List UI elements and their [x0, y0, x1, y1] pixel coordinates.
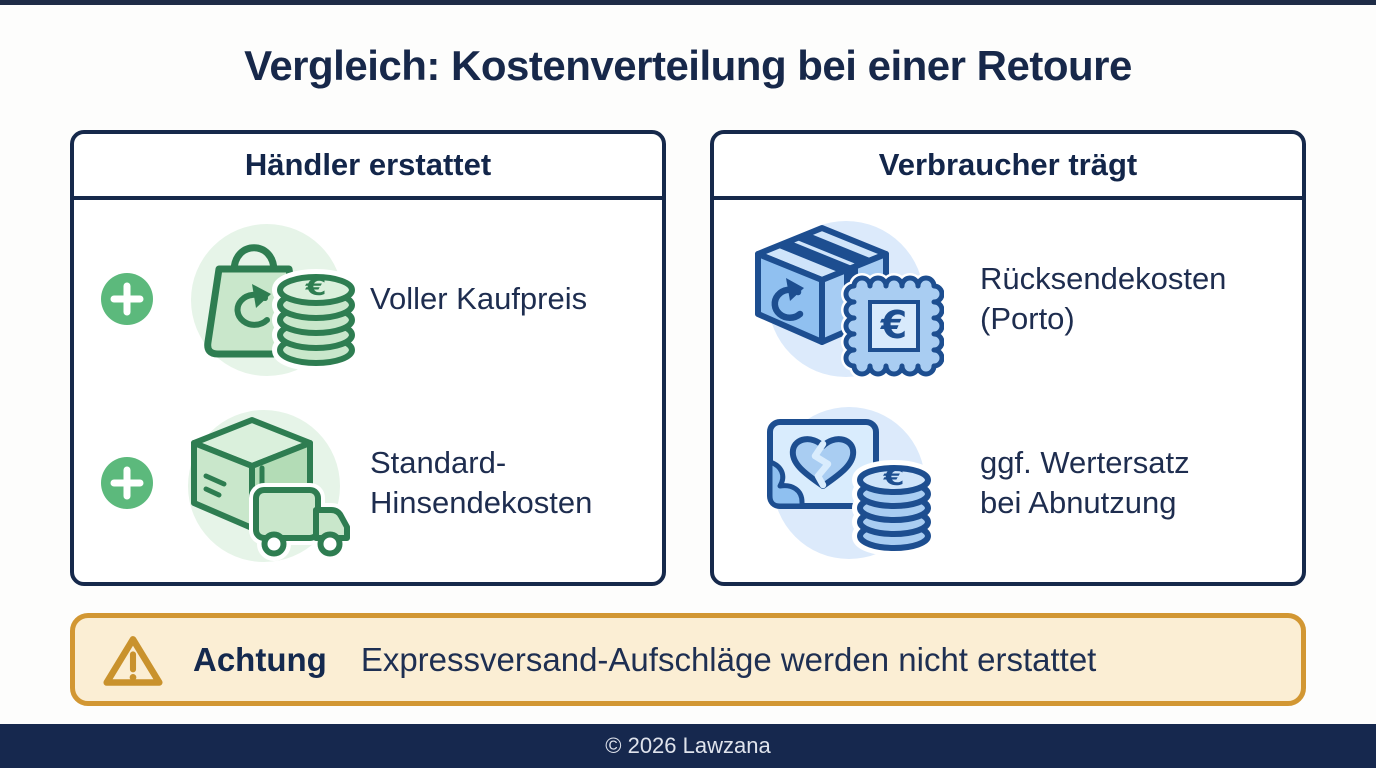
warning-title: Achtung	[193, 640, 327, 678]
warning-banner: Achtung Expressversand-Aufschläge werden…	[70, 613, 1306, 706]
panel-consumer-header: Verbraucher trägt	[714, 134, 1302, 200]
list-item-return-costs: € Rücksendekosten (Porto)	[744, 214, 1302, 384]
svg-text:€: €	[880, 303, 907, 347]
panel-merchant-body: € Voller Kaufpreis	[74, 200, 662, 582]
item-label: Rücksendekosten (Porto)	[980, 261, 1227, 336]
item-label: Standard-Hinsendekosten	[370, 445, 593, 520]
svg-text:€: €	[882, 464, 904, 491]
list-item-full-purchase-price: € Voller Kaufpreis	[100, 214, 662, 384]
svg-text:€: €	[304, 274, 326, 301]
panel-consumer-body: € Rücksendekosten (Porto)	[714, 200, 1302, 582]
damaged-item-broken-heart-euro-coins-icon: €	[744, 398, 944, 568]
shopping-bag-return-euro-coins-icon: €	[164, 214, 364, 384]
parcel-box-delivery-truck-icon	[164, 398, 364, 568]
return-parcel-postage-stamp-euro-icon: €	[744, 214, 944, 384]
footer-copyright: © 2026 Lawzana	[605, 733, 771, 758]
plus-circle-icon	[100, 272, 154, 326]
item-label: Voller Kaufpreis	[370, 281, 588, 317]
comparison-panels: Händler erstattet	[70, 130, 1306, 586]
page-title: Vergleich: Kostenverteilung bei einer Re…	[244, 42, 1132, 89]
list-item-standard-shipping: Standard-Hinsendekosten	[100, 398, 662, 568]
warning-triangle-icon	[103, 631, 167, 689]
footer: © 2026 Lawzana	[0, 724, 1376, 768]
item-label: ggf. Wertersatz bei Abnutzung	[980, 445, 1190, 520]
top-border	[0, 0, 1376, 5]
warning-text: Expressversand-Aufschläge werden nicht e…	[360, 640, 1097, 678]
panel-merchant: Händler erstattet	[70, 130, 666, 586]
plus-circle-icon	[100, 456, 154, 510]
list-item-compensation: € ggf. Wertersatz bei Abnutzung	[744, 398, 1302, 568]
panel-consumer: Verbraucher trägt	[710, 130, 1306, 586]
panel-merchant-header: Händler erstattet	[74, 134, 662, 200]
